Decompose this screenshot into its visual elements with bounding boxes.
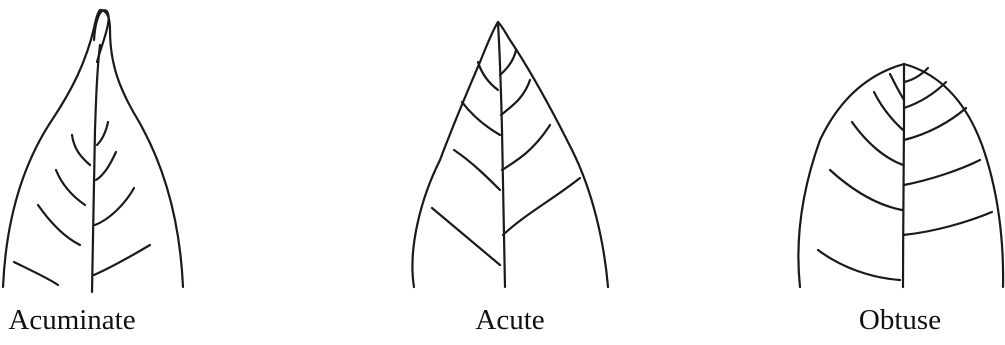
acuminate-leaf-outline-right <box>100 10 183 287</box>
obtuse-label: Obtuse <box>859 306 941 335</box>
acuminate-leaf-outline-left <box>3 10 100 287</box>
acute-leaf-vein <box>503 178 580 235</box>
acute-leaf-midrib <box>498 24 505 287</box>
obtuse-leaf-vein <box>874 92 903 130</box>
acuminate-leaf-vein <box>14 262 58 285</box>
obtuse-leaf-outline-left <box>798 64 904 287</box>
obtuse-leaf-vein <box>904 68 928 82</box>
obtuse-leaf-vein <box>903 212 992 235</box>
acuminate-leaf <box>3 10 183 292</box>
acute-leaf-vein <box>432 208 500 265</box>
acute-leaf-outline-right <box>498 22 608 287</box>
obtuse-leaf-vein <box>904 160 980 185</box>
obtuse-leaf-vein <box>818 250 900 280</box>
obtuse-leaf-vein <box>904 108 966 140</box>
acute-leaf-vein <box>454 150 500 190</box>
acute-leaf-vein <box>478 62 498 90</box>
acuminate-label: Acuminate <box>8 306 135 335</box>
obtuse-leaf-vein <box>830 170 902 210</box>
obtuse-leaf-vein <box>904 82 946 108</box>
acuminate-leaf-vein <box>72 135 90 165</box>
obtuse-leaf <box>798 64 1003 287</box>
acute-leaf-outline-left <box>412 22 498 287</box>
obtuse-leaf-vein <box>890 74 904 100</box>
acuminate-leaf-vein <box>96 152 116 180</box>
acute-leaf-vein <box>500 50 516 75</box>
acuminate-leaf-vein <box>94 245 150 275</box>
obtuse-leaf-outline-right <box>904 64 1003 287</box>
acuminate-leaf-vein <box>38 205 80 245</box>
acute-leaf <box>412 22 608 287</box>
acute-leaf-vein <box>501 80 530 115</box>
acute-leaf-vein <box>462 102 500 135</box>
acute-leaf-vein <box>502 125 550 170</box>
acute-label: Acute <box>475 306 544 335</box>
acuminate-leaf-vein <box>56 170 85 205</box>
acuminate-leaf-midrib <box>92 45 100 292</box>
obtuse-leaf-vein <box>852 122 903 165</box>
acuminate-leaf-vein <box>97 122 108 145</box>
acuminate-leaf-vein <box>95 188 134 225</box>
